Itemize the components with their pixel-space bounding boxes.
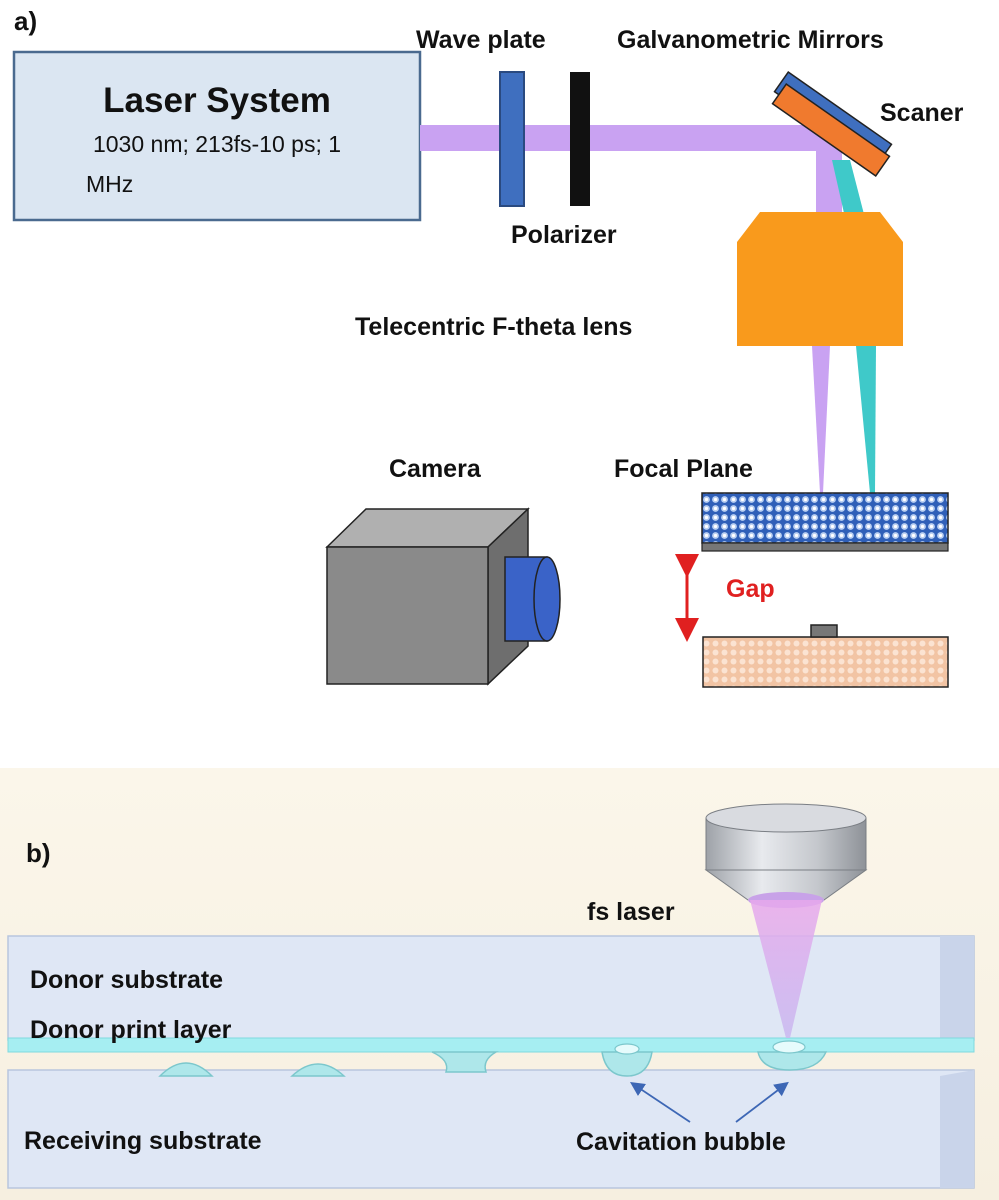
wave-plate-label: Wave plate (416, 26, 546, 54)
donor-plate (701, 492, 949, 544)
laser-system-specs-line2: MHz (86, 171, 133, 197)
telecentric-f-theta-lens (737, 212, 903, 346)
panel-b: b) fs laser Donor substrate (0, 768, 999, 1200)
laser-system-title: Laser System (103, 81, 331, 120)
receiving-substrate-side (940, 1070, 974, 1188)
galvanometric-mirrors (771, 70, 893, 178)
panel-a: a) Laser System 1030 nm; 213fs-10 ps; 1 … (12, 6, 964, 688)
wave-plate (499, 71, 525, 207)
receiving-substrate-slab (7, 1069, 975, 1189)
focused-beam-cyan (856, 346, 876, 493)
galvanometric-mirrors-label: Galvanometric Mirrors (617, 26, 884, 54)
cavitation-bubble-label: Cavitation bubble (576, 1128, 786, 1156)
telecentric-lens-label: Telecentric F-theta lens (355, 313, 632, 341)
laser-beam-horizontal (420, 125, 844, 151)
polarizer (570, 72, 590, 206)
cavitation-bubble-2 (772, 1040, 806, 1054)
polarizer-label: Polarizer (511, 221, 617, 249)
donor-substrate-side (940, 936, 974, 1040)
focal-plane-label: Focal Plane (614, 455, 753, 483)
laser-system-specs-line1: 1030 nm; 213fs-10 ps; 1 (93, 131, 341, 157)
focused-beam-violet (812, 346, 830, 493)
donor-substrate-slab (7, 935, 975, 1041)
scanned-beam-cyan (832, 160, 866, 222)
cavitation-bubble-1 (614, 1043, 640, 1055)
donor-print-layer-label: Donor print layer (30, 1016, 232, 1044)
camera (325, 507, 561, 686)
fs-laser-label: fs laser (587, 898, 675, 926)
fs-laser-cone (750, 900, 822, 1038)
receiving-plate (702, 636, 949, 688)
gap-label: Gap (726, 575, 775, 603)
objective-lens (704, 803, 868, 908)
receiving-substrate-label: Receiving substrate (24, 1127, 262, 1155)
donor-substrate-label: Donor substrate (30, 966, 223, 994)
laser-system-box (12, 50, 422, 222)
cavitation-arrow-right (735, 1081, 789, 1123)
droplets (158, 1051, 828, 1077)
camera-label: Camera (389, 455, 482, 483)
cavitation-arrow-left (630, 1082, 691, 1123)
panel-b-tag: b) (26, 838, 51, 868)
panel-a-tag: a) (14, 6, 37, 36)
deposited-pixel (810, 624, 838, 638)
scanner-label: Scaner (880, 99, 964, 127)
donor-plate-base (701, 542, 949, 552)
